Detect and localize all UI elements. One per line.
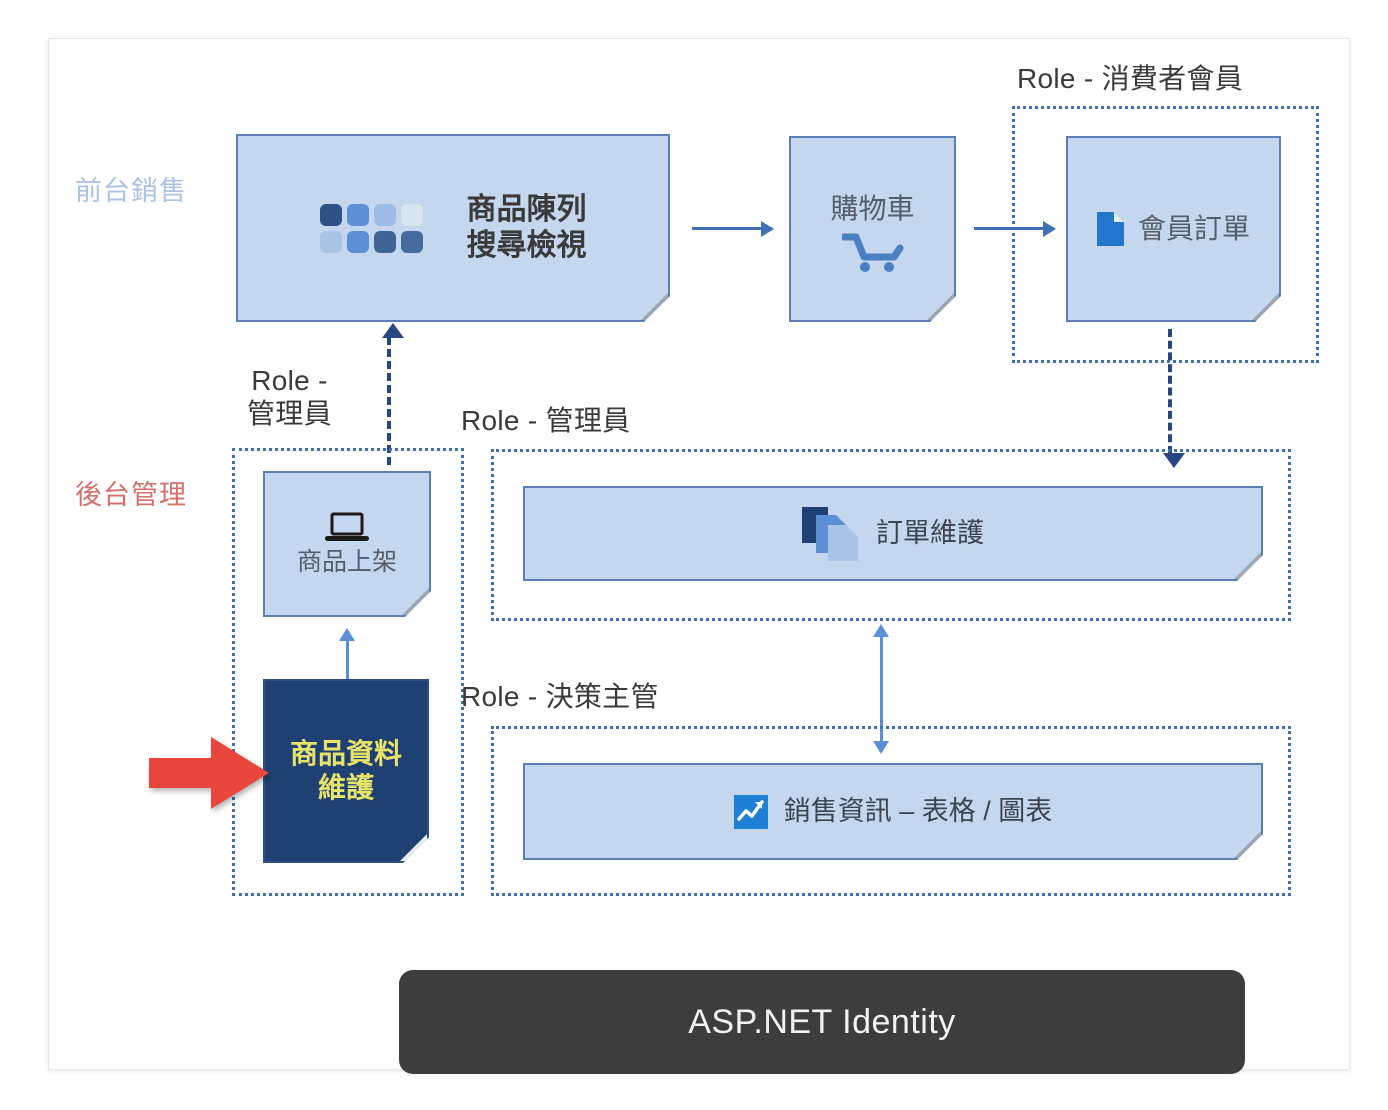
node-label-product-data-maintenance: 商品資料 維護 [289, 738, 402, 803]
node-label-member-order: 會員訂單 [1137, 213, 1250, 245]
role-container-consumer-member [1012, 106, 1319, 363]
identity-bar: ASP.NET Identity [399, 970, 1245, 1074]
node-product-data-maintenance[interactable]: 商品資料 維護 [263, 679, 429, 863]
node-order-maintenance[interactable]: 訂單維護 [523, 486, 1263, 581]
grid-squares-icon [320, 204, 423, 253]
node-product-listing[interactable]: 商品上架 [263, 471, 431, 617]
diagram-card: 前台銷售 後台管理 Role - 消費者會員 商品陳列 搜尋檢視 [48, 38, 1350, 1074]
role-caption-consumer-member: Role - 消費者會員 [1017, 63, 1244, 94]
arrowhead-down [873, 741, 889, 754]
identity-bar-label: ASP.NET Identity [688, 1002, 956, 1041]
shopping-cart-icon [842, 232, 904, 274]
node-label-sales-info: 銷售資訊 – 表格 / 圖表 [783, 796, 1053, 827]
role-container-admin-right [491, 449, 1291, 621]
arrowhead-up [339, 628, 355, 641]
node-label-product-listing: 商品上架 [296, 547, 397, 576]
line-chart-icon [734, 795, 768, 829]
node-shopping-cart[interactable]: 購物車 [789, 136, 956, 322]
role-caption-admin-left-text: Role - 管理員 [247, 365, 332, 430]
node-member-order[interactable]: 會員訂單 [1066, 136, 1281, 322]
side-label-backend: 後台管理 [75, 480, 187, 510]
arrow-data-maintenance-to-listing [339, 628, 355, 684]
arrow-display-to-cart [692, 227, 772, 230]
role-caption-decision-manager: Role - 決策主管 [461, 681, 659, 712]
node-label-product-display: 商品陳列 搜尋檢視 [466, 193, 587, 262]
node-product-display[interactable]: 商品陳列 搜尋檢視 [236, 134, 670, 322]
arrowhead-up [873, 624, 889, 637]
node-sales-info[interactable]: 銷售資訊 – 表格 / 圖表 [523, 763, 1263, 860]
role-caption-admin-right: Role - 管理員 [461, 405, 631, 436]
role-container-decision-manager [491, 726, 1291, 896]
arrow-cart-to-member-order [974, 227, 1054, 230]
arrowhead-down [1163, 453, 1185, 468]
side-label-frontend: 前台銷售 [75, 176, 187, 206]
red-callout-arrow-icon [149, 737, 269, 809]
role-container-admin-left [232, 448, 464, 896]
arrowhead-up [382, 323, 404, 338]
arrow-listing-to-display [382, 323, 404, 465]
node-label-shopping-cart: 購物車 [830, 193, 915, 225]
arrow-member-order-to-order-maintenance [1163, 329, 1185, 468]
document-stack-icon [802, 507, 858, 561]
role-caption-admin-left: Role - 管理員 [247, 364, 332, 430]
page-icon [1097, 212, 1124, 246]
arrow-order-maintenance-to-sales-info [873, 624, 889, 754]
laptop-icon [324, 512, 370, 543]
node-label-order-maintenance: 訂單維護 [876, 518, 984, 549]
